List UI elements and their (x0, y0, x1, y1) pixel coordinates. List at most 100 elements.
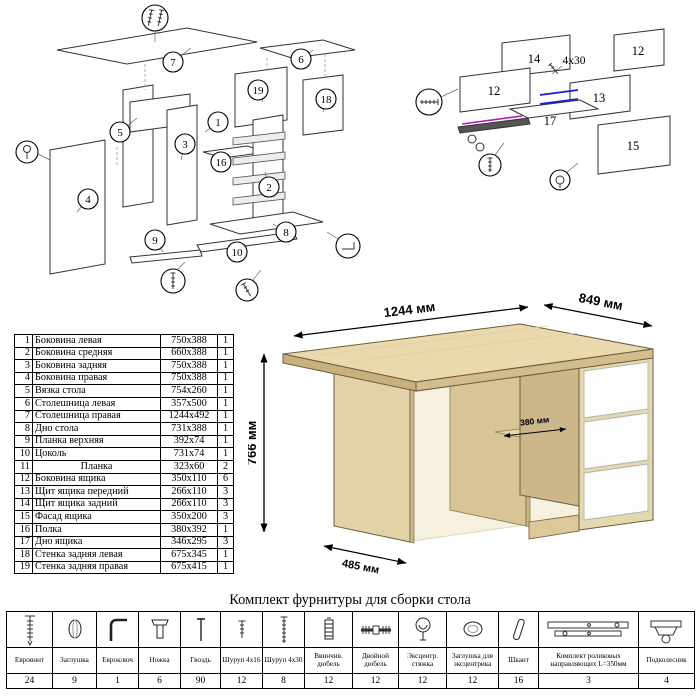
svg-text:10: 10 (232, 247, 244, 259)
part-number: 17 (14, 535, 33, 550)
part-size: 660x388 (160, 346, 218, 361)
part-number: 9 (14, 434, 33, 449)
part-name: Боковина задняя (32, 359, 161, 373)
svg-text:6: 6 (298, 54, 304, 66)
cam-cylinder-icon (475, 142, 485, 152)
svg-text:12: 12 (488, 84, 501, 98)
part-size: 750x388 (160, 359, 218, 373)
hardware-qty: 12 (398, 673, 447, 689)
svg-text:3: 3 (182, 139, 188, 151)
exploded-view-drawer: 14 12 12 13 17 15 4x30 (415, 28, 671, 191)
callout-3: 3 (174, 133, 196, 155)
part-number: 13 (14, 485, 33, 499)
roller-callout (15, 140, 51, 164)
part-size: 675x415 (160, 560, 218, 575)
hardware-table: Евровинт Заглушка Евроключ Ножка Гвоздь … (6, 611, 695, 689)
dimension-left-depth: 485 мм (323, 544, 407, 577)
screw-small-icon (238, 620, 245, 638)
screws-callout (141, 4, 169, 42)
part-size: 266x110 (160, 497, 218, 512)
svg-text:17: 17 (544, 114, 557, 128)
part-qty: 1 (217, 434, 234, 449)
part-qty: 1 (217, 409, 234, 424)
hardware-name: Шуруп 4x30 (262, 647, 305, 674)
hardware-qty: 6 (138, 673, 181, 689)
hardware-qty: 8 (262, 673, 305, 689)
part-name: Вязка стола (32, 384, 161, 398)
cam-callout (549, 162, 579, 191)
part-number: 12 (14, 472, 33, 487)
part-name: Планка (32, 459, 161, 474)
nail-icon (196, 617, 205, 641)
part-number: 7 (14, 409, 33, 424)
hardware-name: Двойной дюбель (352, 647, 399, 674)
svg-text:8: 8 (283, 227, 289, 239)
screw-callout-bottom (235, 269, 262, 302)
hardware-name: Комплект роликовых направляющих L=350мм (538, 647, 639, 674)
hardware-kit-title: Комплект фурнитуры для сборки стола (229, 592, 471, 608)
hardware-qty: 1 (96, 673, 139, 689)
hardware-name: Эксцентр. стяжка (398, 647, 447, 674)
hardware-qty: 4 (638, 673, 695, 689)
callout-7: 7 (162, 51, 184, 73)
leg-icon (150, 619, 169, 638)
hardware-name: Шуруп 4x16 (220, 647, 263, 674)
hardware-qty: 12 (220, 673, 263, 689)
callout-1: 1 (207, 111, 229, 133)
callout-10: 10 (226, 241, 248, 263)
svg-text:19: 19 (253, 85, 265, 97)
double-dowel-icon (360, 625, 391, 634)
drawer-slide-icon (547, 621, 628, 636)
hardware-names-row: Евровинт Заглушка Евроключ Ножка Гвоздь … (6, 647, 695, 674)
part-qty: 1 (217, 447, 234, 461)
screw-callout (478, 142, 505, 177)
wood-dowel-icon (512, 618, 525, 640)
part-name: Полка (32, 522, 161, 537)
svg-text:7: 7 (170, 57, 176, 69)
part-size: 357x500 (160, 396, 218, 411)
callout-2: 2 (258, 176, 280, 198)
hardware-qty: 9 (52, 673, 97, 689)
svg-text:1: 1 (215, 117, 221, 129)
hardware-name: Евровинт (6, 647, 53, 674)
cap-icon (68, 619, 81, 638)
drawer-front-2 (583, 412, 649, 470)
exploded-panels (49, 27, 356, 275)
dimension-width: 1244 мм (293, 299, 529, 339)
part-qty: 3 (217, 510, 234, 524)
part-qty: 3 (217, 535, 234, 550)
part-name: Боковина левая (32, 334, 161, 348)
part-number: 6 (14, 396, 33, 411)
part-number: 10 (14, 447, 33, 461)
part-qty: 1 (217, 548, 234, 562)
part-size: 731x388 (160, 422, 218, 436)
hardware-name: Шкант (498, 647, 539, 674)
svg-text:2: 2 (266, 182, 272, 194)
screw-large-icon (280, 616, 287, 643)
svg-text:4x30: 4x30 (563, 55, 586, 67)
part-number: 11 (14, 459, 33, 474)
hardware-qty: 12 (352, 673, 399, 689)
part-number: 16 (14, 522, 33, 537)
part-size: 266x110 (160, 485, 218, 499)
hardware-qty: 12 (446, 673, 499, 689)
part-qty: 1 (217, 396, 234, 411)
part-number: 1 (14, 334, 33, 348)
desk-body (282, 323, 654, 544)
hardware-name: Ножка (138, 647, 181, 674)
part-qty: 6 (217, 472, 234, 487)
part-qty: 3 (217, 485, 234, 499)
part-size: 350x110 (160, 472, 218, 487)
part-qty: 1 (217, 371, 234, 386)
part-number: 14 (14, 497, 33, 512)
